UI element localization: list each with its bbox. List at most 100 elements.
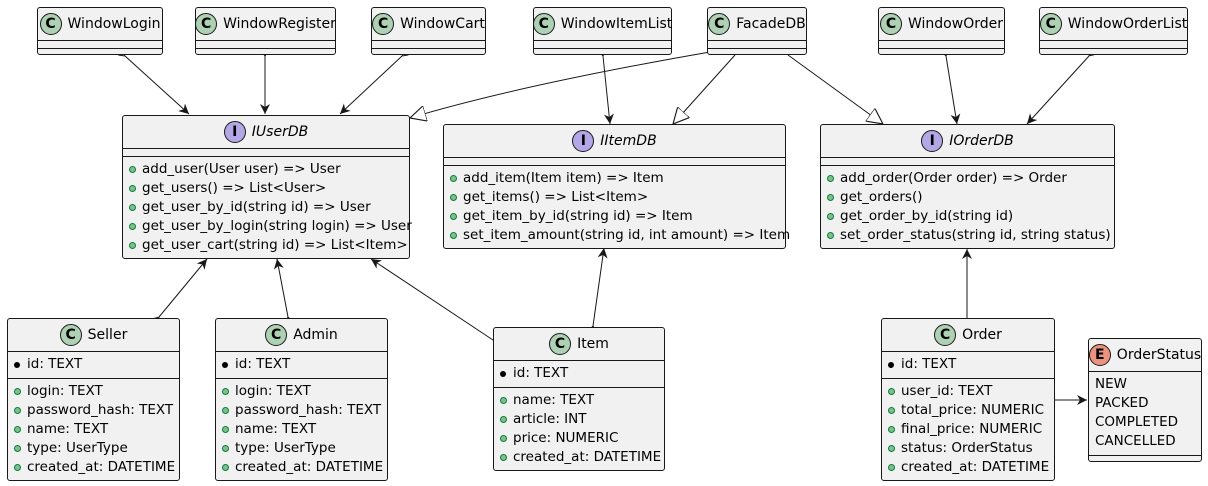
public-marker-icon [450,194,457,201]
class-name: WindowRegister [223,16,336,32]
interface-name: IOrderDB [949,133,1014,149]
key-marker-icon [222,361,228,368]
edge-windowitemlist-iitemdb [603,56,610,125]
field-row: type: UserType [8,439,179,458]
enum-badge-icon: E [1088,344,1111,366]
class-name: Item [577,336,609,352]
public-marker-icon [500,416,507,423]
public-marker-icon [450,232,457,239]
field-row: created_at: DATETIME [216,458,387,477]
class-badge-icon: C [39,13,62,35]
class-name: WindowOrderList [1067,16,1188,32]
field-row: article: INT [494,410,664,429]
method-row: get_user_by_id(string id) => User [123,198,409,217]
edge-windoworderlist-iorderdb [1026,56,1089,125]
public-marker-icon [222,426,229,433]
method-row: get_items() => List<Item> [444,188,785,207]
edge-seller-iuserdb [159,258,208,317]
public-marker-icon [14,445,21,452]
edge-windowcart-iuserdb [339,56,402,115]
class-badge-icon: C [532,13,555,35]
class-badge-icon: C [195,13,218,35]
method-row: add_user(User user) => User [123,160,409,179]
key-field-row: id: TEXT [882,355,1054,374]
key-field-row: id: TEXT [494,364,664,383]
field-row: login: TEXT [8,382,179,401]
key-field-row: id: TEXT [8,355,179,374]
field-row: final_price: NUMERIC [882,420,1054,439]
field-row: price: NUMERIC [494,429,664,448]
field-row: created_at: DATETIME [8,458,179,477]
method-row: get_user_by_login(string login) => User [123,217,412,236]
class-badge-icon: C [372,13,395,35]
public-marker-icon [14,388,21,395]
field-row: user_id: TEXT [882,382,1054,401]
enum-value: COMPLETED [1095,414,1179,430]
enum-value: PACKED [1095,395,1149,411]
public-marker-icon [129,166,136,173]
public-marker-icon [888,407,895,414]
field-row: name: TEXT [216,420,387,439]
method-row: get_users() => List<User> [123,179,409,198]
method-row: get_item_by_id(string id) => Item [444,207,785,226]
public-marker-icon [827,213,834,220]
method-row: get_orders() [821,188,1114,207]
field-row: type: UserType [216,439,387,458]
method-row: get_order_by_id(string id) [821,207,1114,226]
field-row: total_price: NUMERIC [882,401,1054,420]
class-name: WindowItemList [560,16,673,32]
edge-item-iitemdb [593,247,604,326]
interface-badge-icon: I [572,130,595,152]
edge-admin-iuserdb [277,258,288,317]
interface-name: IItemDB [600,133,657,149]
public-marker-icon [222,464,229,471]
field-row: created_at: DATETIME [494,448,664,467]
class-badge-icon: C [934,324,957,346]
public-marker-icon [888,464,895,471]
public-marker-icon [14,464,21,471]
edge-windoworder-iorderdb [946,56,957,125]
public-marker-icon [222,407,229,414]
public-marker-icon [888,445,895,452]
public-marker-icon [129,185,136,192]
public-marker-icon [500,435,507,442]
class-name: Admin [293,327,338,343]
method-row: set_order_status(string id, string statu… [821,226,1114,245]
field-row: login: TEXT [216,382,387,401]
key-marker-icon [14,361,20,368]
public-marker-icon [827,175,834,182]
class-name: Seller [87,327,128,343]
field-row: created_at: DATETIME [882,458,1054,477]
interface-badge-icon: I [223,121,246,143]
class-name: Order [962,327,1002,343]
edge-windowlogin-iuserdb [125,56,190,115]
class-badge-icon: C [880,13,902,35]
public-marker-icon [450,213,457,220]
public-marker-icon [827,232,834,239]
edge-item-iuserdb [370,258,493,340]
class-windowitemlist: C WindowItemList [532,7,673,55]
enum-value: CANCELLED [1095,433,1176,449]
field-row: name: TEXT [8,420,179,439]
class-badge-icon: C [1039,13,1062,35]
method-row: set_item_amount(string id, int amount) =… [444,226,790,245]
class-badge-icon: C [549,333,572,355]
public-marker-icon [129,223,136,230]
method-row: get_user_cart(string id) => List<Item> [123,236,409,255]
field-row: status: OrderStatus [882,439,1054,458]
enum-value: NEW [1095,376,1127,392]
public-marker-icon [14,426,21,433]
public-marker-icon [888,388,895,395]
public-marker-icon [888,426,895,433]
field-row: password_hash: TEXT [8,401,179,420]
interface-badge-icon: I [921,130,944,152]
